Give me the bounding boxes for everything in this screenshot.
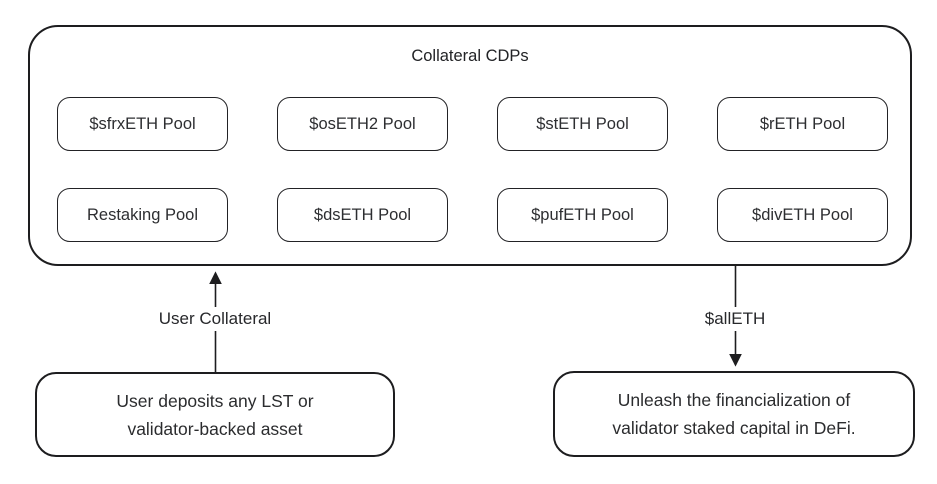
- pool-box-pufeth: $pufETH Pool: [497, 188, 668, 242]
- user-deposit-text-line1: User deposits any LST or: [116, 390, 314, 411]
- unleash-text-line2: validator staked capital in DeFi.: [612, 418, 856, 438]
- pool-box-sfrxeth: $sfrxETH Pool: [57, 97, 228, 151]
- unleash-text-line1: Unleash the financialization of: [617, 390, 851, 410]
- unleash-box: Unleash the financialization of validato…: [553, 371, 915, 457]
- pool-box-oseth2: $osETH2 Pool: [277, 97, 448, 151]
- user-deposit-text-line2: validator-backed asset: [127, 418, 303, 439]
- pool-box-dseth: $dsETH Pool: [277, 188, 448, 242]
- alleth-label: $allETH: [696, 307, 774, 331]
- collateral-cdps-title: Collateral CDPs: [411, 47, 529, 65]
- pool-box-steth: $stETH Pool: [497, 97, 668, 151]
- user-collateral-label: User Collateral: [150, 307, 280, 331]
- pool-grid: $sfrxETH Pool $osETH2 Pool $stETH Pool $…: [57, 97, 888, 242]
- pool-box-reth: $rETH Pool: [717, 97, 888, 151]
- pool-box-restaking: Restaking Pool: [57, 188, 228, 242]
- pool-box-diveth: $divETH Pool: [717, 188, 888, 242]
- user-deposit-box: User deposits any LST or validator-backe…: [35, 372, 395, 457]
- collateral-cdps-container: Collateral CDPs $sfrxETH Pool $osETH2 Po…: [28, 25, 912, 266]
